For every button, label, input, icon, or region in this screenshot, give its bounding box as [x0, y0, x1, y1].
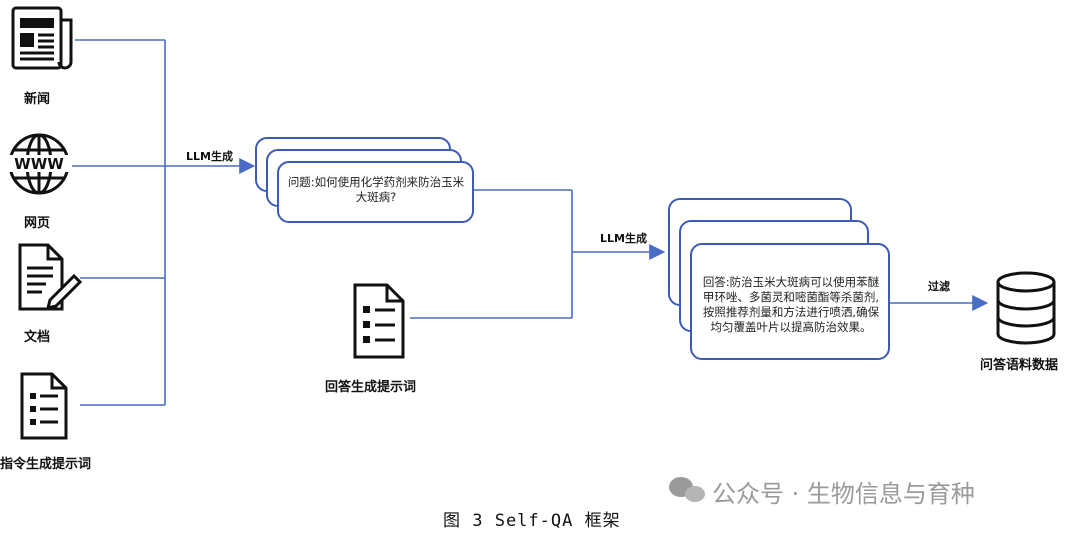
- figure-caption: 图 3 Self-QA 框架: [443, 511, 621, 531]
- answer-text: 回答:防治玉米大斑病可以使用苯醚甲环唑、多菌灵和嘧菌酯等杀菌剂,按照推荐剂量和方…: [702, 275, 880, 334]
- answer-prompt-label: 回答生成提示词: [325, 380, 417, 395]
- document-pen-icon: [18, 243, 83, 311]
- collector-lines: [72, 39, 256, 406]
- svg-text:WWW: WWW: [14, 155, 64, 173]
- source-label-news: 新闻: [24, 92, 51, 107]
- source-label-doc: 文档: [24, 330, 51, 345]
- database-icon: [996, 271, 1056, 345]
- edge-label-llm-generate-2: LLM生成: [600, 232, 647, 245]
- source-label-instruction-prompt: 指令生成提示词: [0, 457, 92, 472]
- question-text: 问题:如何使用化学药剂来防治玉米大斑病?: [287, 175, 465, 204]
- checklist-document-icon: [20, 372, 68, 440]
- answer-card: 回答:防治玉米大斑病可以使用苯醚甲环唑、多菌灵和嘧菌酯等杀菌剂,按照推荐剂量和方…: [690, 243, 890, 360]
- wechat-icon: [669, 477, 705, 502]
- watermark: 公众号 · 生物信息与育种: [712, 480, 975, 508]
- edge-label-llm-generate-1: LLM生成: [186, 150, 233, 163]
- edge-label-filter: 过滤: [928, 280, 950, 293]
- answer-prompt-icon: [353, 283, 405, 359]
- output-label: 问答语料数据: [980, 358, 1059, 373]
- newspaper-icon: [11, 6, 73, 70]
- www-globe-icon: WWW: [6, 133, 72, 195]
- middle-lines: [410, 189, 666, 319]
- question-card: 问题:如何使用化学药剂来防治玉米大斑病?: [277, 161, 474, 223]
- source-label-web: 网页: [24, 216, 51, 231]
